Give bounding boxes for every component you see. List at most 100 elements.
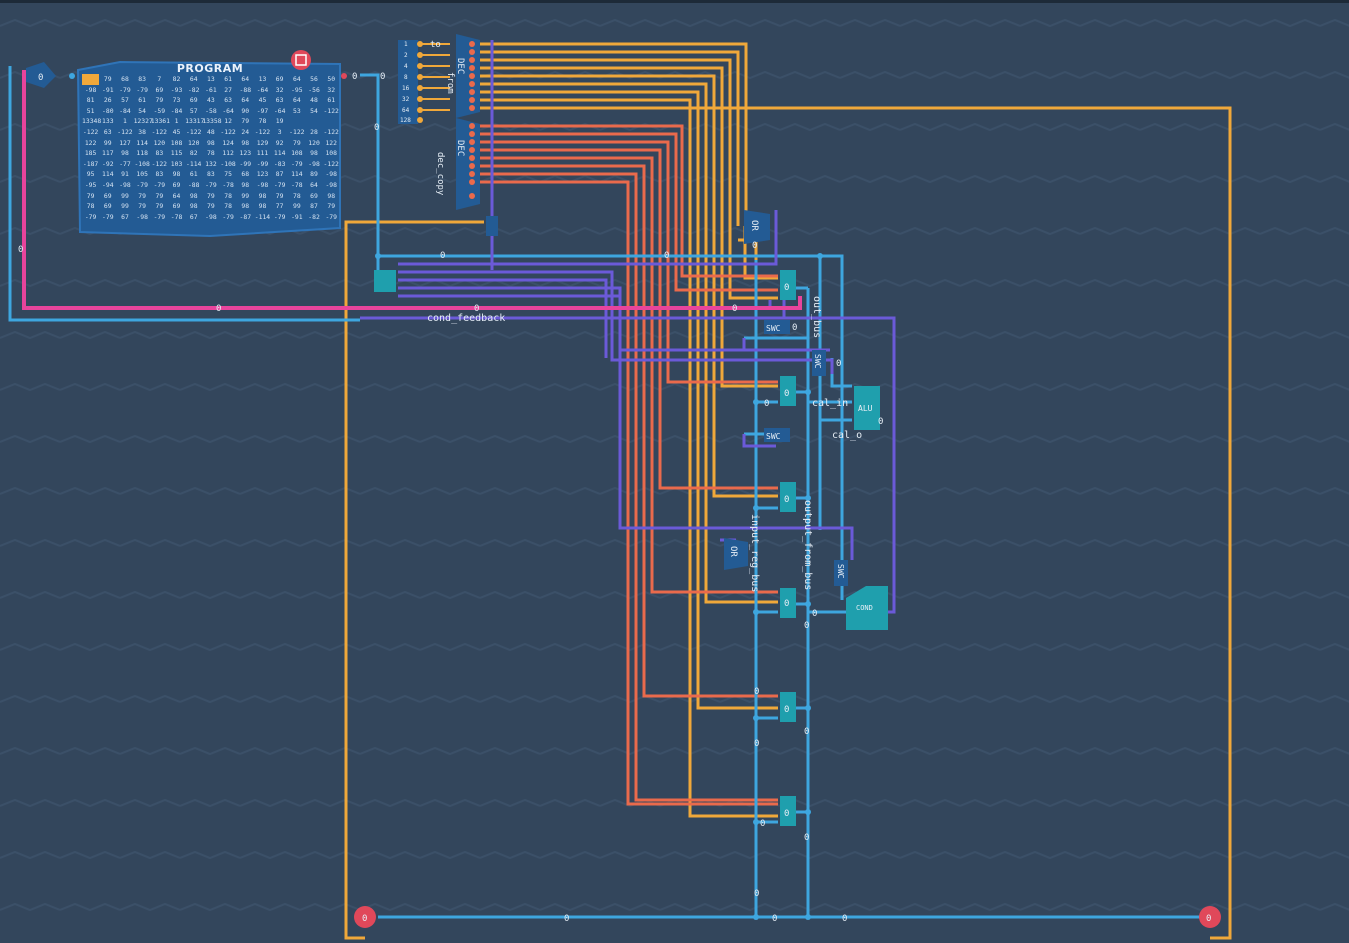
program-cell[interactable]: 13361	[150, 117, 170, 126]
program-cell[interactable]: -122	[254, 127, 271, 136]
program-cell[interactable]: 64	[292, 75, 301, 83]
program-cell[interactable]: 63	[224, 96, 232, 105]
program-cell[interactable]: -108	[220, 159, 236, 168]
program-cell[interactable]: 38	[99, 222, 116, 224]
pin[interactable]	[69, 73, 75, 79]
program-cell[interactable]: -64	[222, 106, 234, 115]
program-cell[interactable]: 32	[327, 85, 336, 94]
program-cell[interactable]: 79	[116, 222, 133, 224]
program-cell[interactable]: -187	[82, 159, 99, 168]
program-cell[interactable]: 115	[170, 149, 183, 158]
program-cell[interactable]: 50	[327, 75, 336, 83]
program-cell[interactable]: -108	[134, 159, 150, 168]
program-cell[interactable]: -122	[323, 127, 339, 136]
program-cell[interactable]: 69	[172, 180, 181, 189]
program-cell[interactable]: 79	[155, 202, 164, 211]
program-cell[interactable]: -122	[289, 127, 305, 136]
program-cell[interactable]: 45	[258, 96, 267, 105]
program-cell[interactable]: -80	[102, 106, 114, 115]
program-cell[interactable]: 98	[310, 149, 318, 158]
orange-wire[interactable]	[472, 98, 778, 818]
program-rom[interactable]	[26, 50, 347, 238]
program-cell[interactable]: 79	[103, 75, 112, 83]
program-cell[interactable]: 98	[189, 191, 198, 200]
program-cell[interactable]: 69	[151, 222, 168, 224]
program-cell[interactable]: 81	[86, 96, 95, 105]
program-cell[interactable]: 103	[170, 159, 183, 168]
program-cell[interactable]: 79	[207, 202, 215, 211]
program-cell[interactable]: -99	[239, 159, 252, 168]
program-cell[interactable]: 108	[220, 222, 237, 224]
orange-wire[interactable]	[472, 82, 778, 604]
program-cell[interactable]: 98	[327, 191, 336, 200]
program-cell[interactable]: 79	[241, 117, 250, 126]
program-cell[interactable]: 99	[241, 191, 250, 200]
alu-component[interactable]	[854, 386, 880, 430]
output-pin[interactable]	[1199, 906, 1221, 928]
program-cell[interactable]: 98	[258, 202, 267, 211]
program-cell[interactable]: 83	[207, 170, 215, 179]
register[interactable]	[780, 482, 796, 512]
register[interactable]	[780, 376, 796, 406]
red-wire[interactable]	[472, 156, 778, 594]
program-cell[interactable]: 82	[189, 149, 198, 158]
program-cell[interactable]: -64	[273, 106, 286, 115]
program-cell[interactable]: 26	[103, 96, 112, 105]
program-cell[interactable]: 69	[172, 202, 181, 211]
byte-splitter[interactable]	[398, 40, 450, 124]
program-cell[interactable]: -94	[102, 180, 114, 189]
violet-wire[interactable]	[398, 270, 834, 374]
program-cell[interactable]: 77	[275, 202, 284, 211]
program-cell[interactable]: -91	[291, 212, 303, 221]
program-cell[interactable]: 7	[157, 75, 162, 83]
program-cell[interactable]: -93	[170, 85, 183, 94]
program-cell[interactable]: -61	[205, 85, 217, 94]
register-group[interactable]	[780, 270, 796, 826]
program-cell[interactable]: 83	[155, 149, 164, 158]
program-cell[interactable]: 108	[323, 222, 340, 224]
program-memory-grid[interactable]: 79688378264136164136964565064-98-91-79-7…	[82, 74, 340, 224]
program-cell[interactable]: 13348	[82, 117, 102, 126]
program-cell[interactable]: -98	[205, 212, 217, 221]
program-cell-selected[interactable]	[82, 74, 100, 85]
program-cell[interactable]: 98	[121, 149, 129, 158]
program-cell[interactable]: 114	[273, 149, 286, 158]
program-cell[interactable]: -87	[239, 212, 252, 221]
program-cell[interactable]: 61	[224, 75, 232, 83]
program-cell[interactable]: 82	[172, 75, 181, 83]
program-cell[interactable]: -98	[325, 170, 337, 179]
program-cell[interactable]: 122	[84, 138, 97, 147]
program-cell[interactable]: 114	[291, 170, 303, 179]
pin[interactable]	[341, 73, 347, 79]
switch[interactable]	[812, 350, 826, 376]
switch[interactable]	[764, 320, 790, 334]
program-cell[interactable]: 79	[138, 202, 146, 211]
program-cell[interactable]: 98	[168, 222, 185, 224]
register[interactable]	[780, 796, 796, 826]
program-cell[interactable]: 61	[327, 96, 336, 105]
program-cell[interactable]: 12327	[133, 117, 153, 126]
register[interactable]	[780, 588, 796, 618]
program-cell[interactable]: -58	[205, 106, 217, 115]
program-cell[interactable]: -122	[323, 106, 339, 115]
program-counter-input[interactable]	[26, 62, 56, 88]
program-cell[interactable]: 1	[123, 117, 127, 126]
program-cell[interactable]: -59	[153, 106, 166, 115]
program-cell[interactable]: -79	[119, 85, 131, 94]
program-cell[interactable]: 51	[86, 106, 95, 115]
program-cell[interactable]: 78	[258, 117, 267, 126]
violet-wire[interactable]	[398, 210, 778, 266]
program-cell[interactable]: -95	[84, 180, 97, 189]
program-cell[interactable]: 67	[189, 212, 198, 221]
program-cell[interactable]: -88	[239, 85, 252, 94]
program-cell[interactable]: 75	[224, 170, 232, 179]
program-cell[interactable]: 79	[86, 191, 95, 200]
red-wire[interactable]	[472, 180, 778, 806]
program-cell[interactable]: 99	[292, 202, 301, 211]
program-cell[interactable]: 79	[155, 96, 164, 105]
program-cell[interactable]: 99	[121, 191, 129, 200]
program-cell[interactable]: -79	[136, 85, 148, 94]
program-cell[interactable]: 19	[275, 117, 284, 126]
program-cell[interactable]: 79	[292, 138, 301, 147]
program-cell[interactable]: 32	[275, 85, 284, 94]
